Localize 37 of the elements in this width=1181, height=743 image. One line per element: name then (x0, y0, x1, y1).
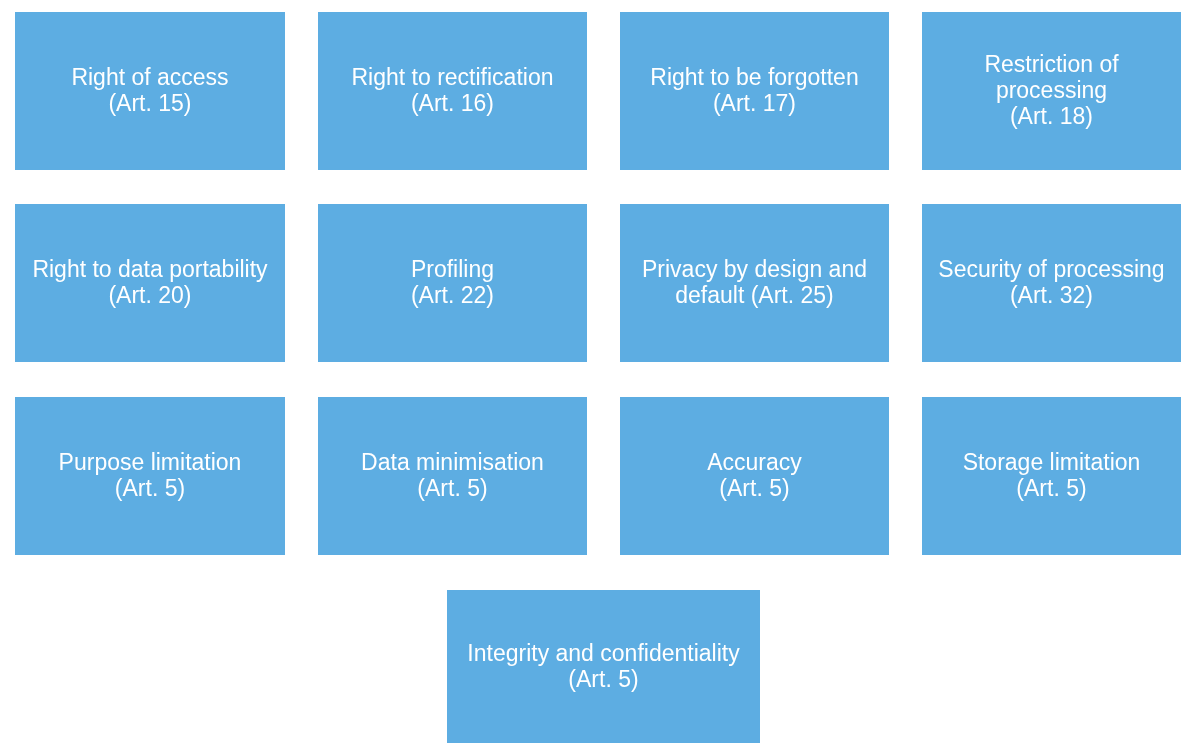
article-box (15, 12, 285, 170)
article-reference: (Art. 16) (410, 91, 495, 117)
article-box (318, 397, 587, 555)
article-box (620, 204, 889, 362)
article-reference: (Art. 15) (108, 91, 192, 117)
right-title: Data minimisation (361, 450, 544, 476)
article-reference: (Art. 5) (114, 476, 186, 502)
right-title: Privacy by design and default (Art. 25) (641, 257, 868, 309)
article-reference: (Art. 32) (1009, 283, 1094, 309)
article-box (15, 204, 285, 362)
right-title: Right of access (71, 65, 229, 91)
right-title: Profiling (410, 257, 495, 283)
right-title: Storage limitation (962, 450, 1141, 476)
article-box (447, 590, 760, 743)
article-box (922, 397, 1181, 555)
right-title: Security of processing (938, 257, 1165, 283)
article-box (15, 397, 285, 555)
right-title: Accuracy (707, 450, 802, 476)
right-title: Integrity and confidentiality (Art. 5) (466, 640, 741, 693)
article-reference: (Art. 17) (712, 91, 797, 117)
article-box (922, 204, 1181, 362)
right-title: Right to data portability (32, 257, 268, 283)
article-box (620, 397, 889, 555)
right-title: Right to be forgotten (650, 65, 859, 91)
article-reference: (Art. 18) (1009, 103, 1094, 130)
article-reference: (Art. 22) (410, 283, 495, 309)
article-box (922, 12, 1181, 170)
article-box (620, 12, 889, 170)
article-box (318, 12, 587, 170)
article-reference: (Art. 5) (1016, 476, 1087, 502)
article-box (318, 204, 587, 362)
article-reference: (Art. 5) (719, 476, 790, 502)
right-title: Restriction of processing (983, 52, 1120, 104)
right-title: Purpose limitation (58, 450, 242, 476)
article-reference: (Art. 5) (417, 476, 488, 502)
right-title: Right to rectification (351, 65, 554, 91)
article-reference: (Art. 20) (108, 283, 192, 309)
